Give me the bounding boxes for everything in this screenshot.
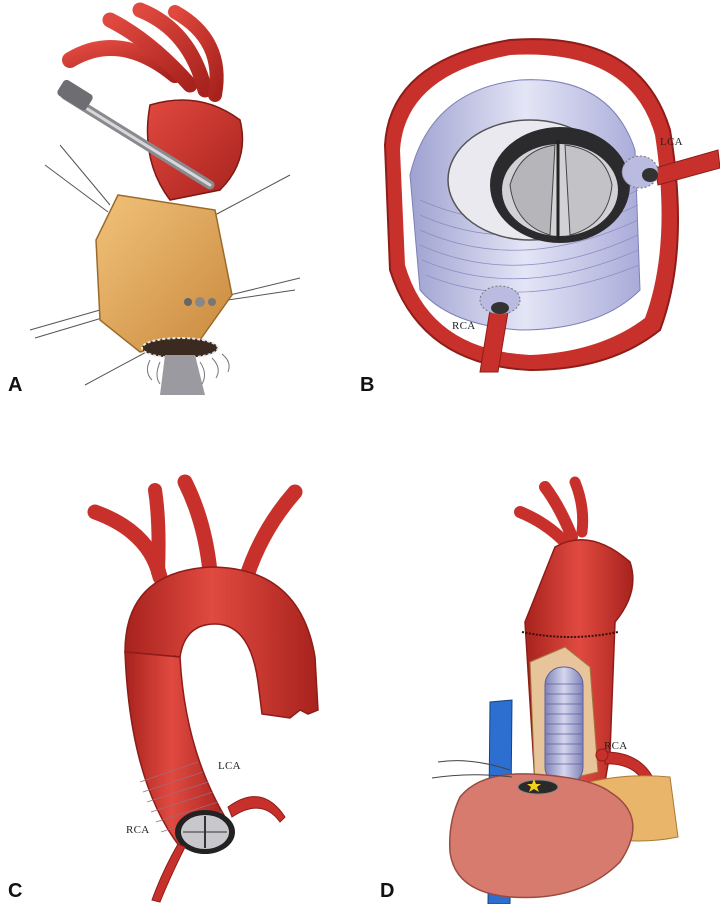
aortic-arch <box>124 566 319 719</box>
panel-letter: A <box>8 374 23 396</box>
panel-d: RCA D <box>360 452 720 904</box>
valve-ring <box>517 779 559 795</box>
panel-c-illustration <box>87 474 319 903</box>
heart <box>448 773 634 899</box>
mechanical-valve <box>175 810 235 854</box>
sutures <box>431 760 513 779</box>
panel-a-illustration <box>29 2 301 395</box>
coronary-buttons <box>184 297 216 307</box>
lca-anastomosis <box>621 149 720 189</box>
label-rca: RCA <box>126 824 150 836</box>
panel-a: A <box>0 0 360 452</box>
graft-ridges <box>546 683 582 765</box>
valve-ring <box>141 337 230 395</box>
panel-c: LCA RCA C <box>0 452 360 904</box>
lca-branch <box>227 796 286 823</box>
panel-letter: B <box>360 374 375 396</box>
opened-aortic-root <box>95 194 233 353</box>
panel-letter: C <box>8 880 23 902</box>
cross-clamp <box>57 79 215 190</box>
arch-branches <box>87 474 303 590</box>
label-lca: LCA <box>218 760 241 772</box>
arch-branches <box>514 476 589 548</box>
label-lca: LCA <box>660 136 683 148</box>
stay-sutures <box>29 144 301 386</box>
mechanical-valve <box>490 127 630 243</box>
panel-letter: D <box>380 880 395 902</box>
rca-branch <box>151 843 186 903</box>
panel-d-illustration <box>431 476 679 904</box>
label-rca: RCA <box>604 740 628 752</box>
label-rca: RCA <box>452 320 476 332</box>
arch-branches <box>62 2 224 102</box>
rca-anastomosis <box>479 285 521 373</box>
star-marker <box>527 779 541 792</box>
panel-b: LCA RCA B <box>360 0 720 452</box>
ascending-aorta <box>146 99 244 201</box>
inner-graft <box>544 666 584 786</box>
panel-b-illustration <box>383 38 720 373</box>
